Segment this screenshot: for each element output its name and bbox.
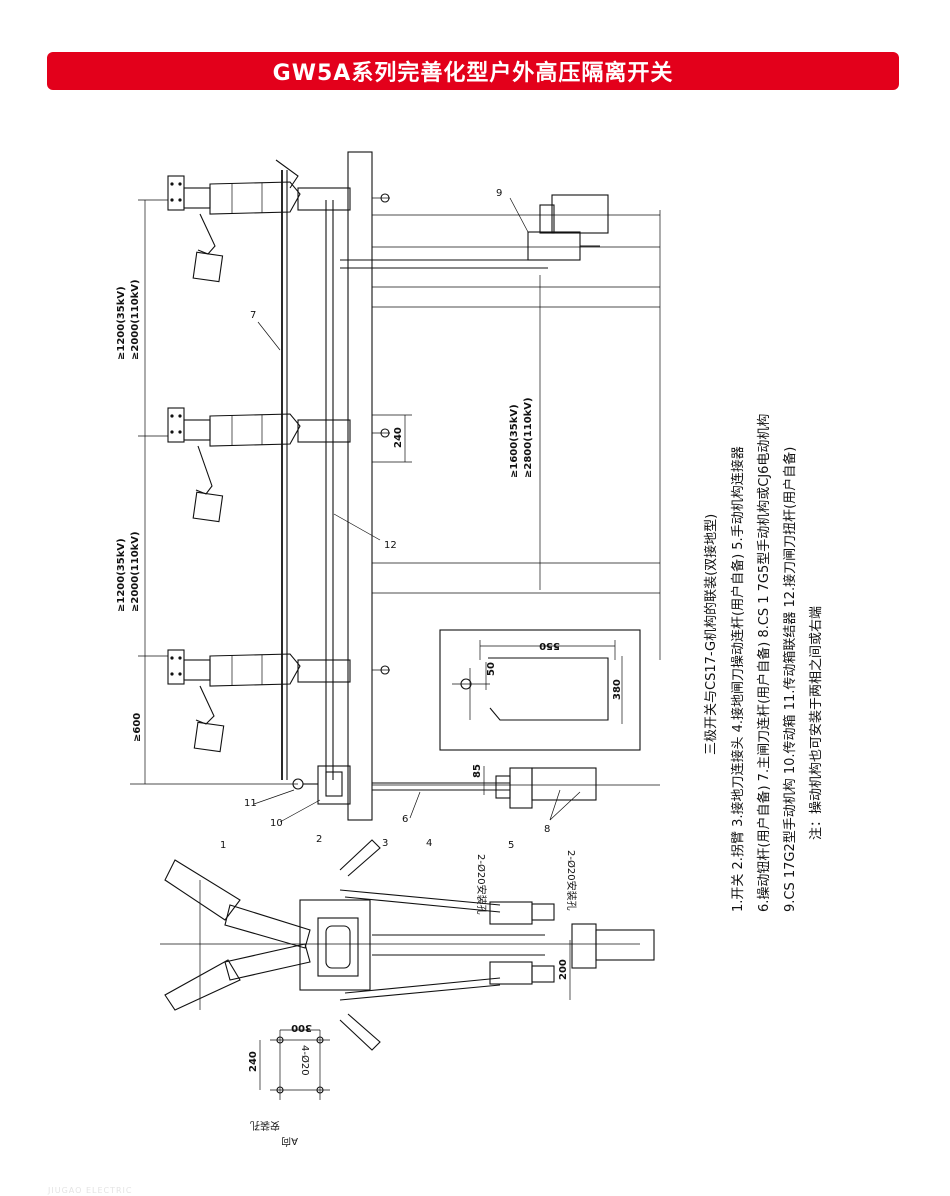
page-title: GW5A系列完善化型户外高压隔离开关 bbox=[272, 61, 674, 86]
pole-middle bbox=[167, 407, 390, 523]
callout-5: 5 bbox=[508, 840, 514, 851]
legend-line-1: 1.开关 2.拐臂 3.接地刀连接头 4.接地闸刀操动连杆(用户自备) 5.手动… bbox=[730, 446, 746, 912]
dim-240-b: 240 bbox=[248, 1051, 259, 1072]
dim-2000-110kv-a: ≥2000(110kV) bbox=[130, 279, 141, 360]
view-a-assembly bbox=[160, 839, 655, 1051]
callout-6: 6 bbox=[402, 814, 408, 825]
dim-2000-110kv-b: ≥2000(110kV) bbox=[130, 531, 141, 612]
dim-2800-110kv: ≥2800(110kV) bbox=[523, 397, 534, 478]
header-bar: GW5A系列完善化型户外高压隔离开关 bbox=[47, 52, 899, 90]
mechanism-8 bbox=[495, 767, 597, 809]
dimension-lines bbox=[130, 199, 541, 795]
dim-600: ≥600 bbox=[132, 713, 143, 742]
legend-line-3: 9.CS 17G2型手动机构 10.传动箱 11.传动箱联结器 12.接刀闸刀扭… bbox=[782, 447, 798, 912]
dim-200: 200 bbox=[558, 959, 569, 980]
dim-240-a: 240 bbox=[393, 427, 404, 448]
dim-1600-35kv: ≥1600(35kV) bbox=[509, 404, 520, 478]
dim-380: 380 bbox=[612, 679, 623, 700]
callout-10: 10 bbox=[270, 818, 283, 829]
callout-4: 4 bbox=[426, 838, 432, 849]
dim-1200-35kv-a: ≥1200(35kV) bbox=[116, 286, 127, 360]
legend-line-2: 6.操动钮杆(用户自备) 7.主闸刀连杆(用户自备) 8.CS 1 7G5型手动… bbox=[756, 414, 772, 912]
inset-box bbox=[439, 629, 641, 751]
dim-1200-35kv-b: ≥1200(35kV) bbox=[116, 538, 127, 612]
footer-watermark: JIUGAO ELECTRIC bbox=[48, 1186, 133, 1195]
dim-300: 300 bbox=[291, 1022, 312, 1033]
callout-9: 9 bbox=[496, 188, 502, 199]
mechanism-9 bbox=[527, 194, 609, 261]
pole-top bbox=[167, 159, 390, 283]
mounting-holes-a: 2-Ø20安装孔 bbox=[475, 854, 488, 915]
holes-4-d20: 4-Ø20 bbox=[299, 1045, 311, 1076]
callout-12: 12 bbox=[384, 540, 397, 551]
dim-50: 50 bbox=[486, 662, 497, 676]
installation-note: 注：操动机构也可安装于两相之间或右端 bbox=[808, 606, 824, 840]
mounting-holes-b: 2-Ø20安装孔 bbox=[565, 850, 578, 911]
leader-lines bbox=[253, 197, 581, 823]
callout-11: 11 bbox=[244, 798, 257, 809]
assembly-caption: 三极开关与CS17-G机构的联装(双接地型) bbox=[703, 514, 719, 755]
callout-1: 1 bbox=[220, 840, 226, 851]
mount-hole-label: 安装孔 bbox=[250, 1119, 280, 1132]
notes-block: 三极开关与CS17-G机构的联装(双接地型) 1.开关 2.拐臂 3.接地刀连接… bbox=[703, 414, 824, 912]
callout-3: 3 bbox=[382, 838, 388, 849]
dim-550: 550 bbox=[539, 640, 560, 651]
support-frame bbox=[347, 151, 661, 821]
callout-8: 8 bbox=[544, 824, 550, 835]
pole-bottom bbox=[167, 649, 390, 753]
linkage-rods bbox=[281, 170, 548, 791]
callout-2: 2 bbox=[316, 834, 322, 845]
transmission-box bbox=[292, 765, 351, 805]
view-a-label: A向 bbox=[281, 1135, 298, 1148]
dim-85: 85 bbox=[472, 764, 483, 778]
callout-7: 7 bbox=[250, 310, 256, 321]
base-plate bbox=[259, 1029, 330, 1100]
